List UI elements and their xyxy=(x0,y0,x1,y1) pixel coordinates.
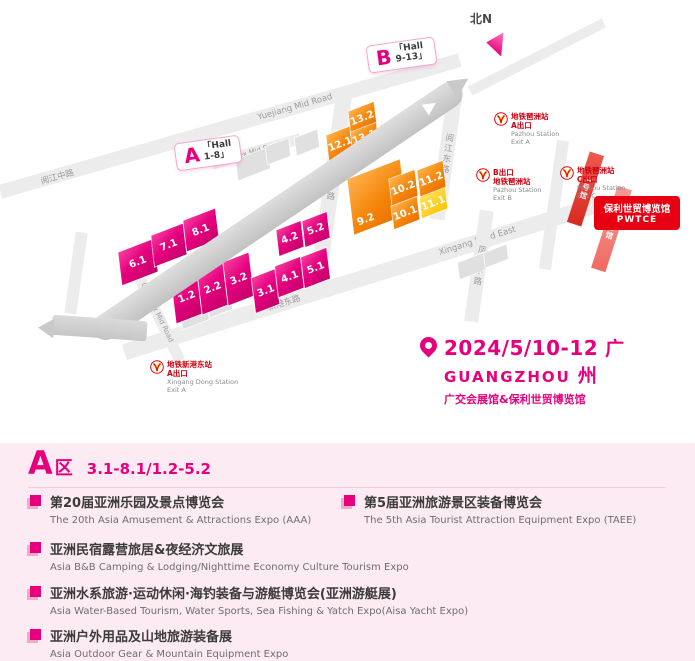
hall-label: 5.1 xyxy=(305,259,326,277)
expo-title-en: The 5th Asia Tourist Attraction Equipmen… xyxy=(364,514,637,526)
metro-exit-zh: A出口 xyxy=(511,121,532,131)
metro-exit-pazhou-c: 地铁琶洲站 C出口 Pazhou Station Exit C xyxy=(560,166,625,200)
metro-exit-zh: B出口 xyxy=(493,168,514,177)
location-pin-icon xyxy=(416,333,441,358)
hall-label: 5.2 xyxy=(305,221,327,238)
hall-label: 4.1 xyxy=(279,268,300,286)
hall-label: 9.2 xyxy=(355,211,377,229)
metro-logo-icon xyxy=(476,168,490,182)
square-bullet-icon xyxy=(30,629,41,640)
metro-station-zh: 地铁琶洲站 xyxy=(493,177,531,187)
square-bullet-icon xyxy=(344,495,355,506)
metro-station-en: Pazhou Station xyxy=(493,185,542,194)
pwtce-name-zh: 保利世贸博览馆 xyxy=(603,204,671,215)
hall-label: 3.2 xyxy=(228,270,249,288)
expo-title-zh: 亚洲水系旅游·运动休闲·海钓装备与游艇博览会(亚洲游艇展) xyxy=(50,587,397,602)
zone-heading: A 区 3.1-8.1/1.2-5.2 xyxy=(28,447,211,480)
expo-title-zh: 第20届亚洲乐园及景点博览会 xyxy=(50,496,225,511)
west-side-road xyxy=(64,231,88,315)
expo-list-item: 亚洲民宿露营旅居&夜经济文旅展 Asia B&B Camping & Lodgi… xyxy=(30,539,660,574)
metro-station-zh: 地铁琶洲站 xyxy=(511,112,549,121)
hall-b-letter: B xyxy=(374,44,394,71)
hall-b-line2: 9-13」 xyxy=(395,50,428,65)
event-date: 2024/5/10-12 xyxy=(444,336,599,360)
metro-logo-icon xyxy=(150,360,164,374)
expressway-arrow-west-icon xyxy=(37,317,54,338)
expo-list-item: 亚洲户外用品及山地旅游装备展 Asia Outdoor Gear & Mount… xyxy=(30,626,660,661)
square-bullet-icon xyxy=(30,542,41,553)
expo-title-en: The 20th Asia Amusement & Attractions Ex… xyxy=(50,514,312,526)
east-side-road xyxy=(539,139,569,271)
expo-title-zh: 亚洲民宿露营旅居&夜经济文旅展 xyxy=(50,543,244,558)
expo-title-en: Asia B&B Camping & Lodging/Nighttime Eco… xyxy=(50,561,409,573)
hall-a-letter: A xyxy=(182,142,202,169)
expo-title-en: Asia Water-Based Tourism, Water Sports, … xyxy=(50,605,469,617)
metro-exit-en: Exit A xyxy=(167,385,186,394)
hall-label: 7.1 xyxy=(158,236,180,254)
road-label-yuejiang-zh: 阅江中路 xyxy=(39,168,76,188)
metro-exit-en: Exit B xyxy=(493,193,512,202)
expo-title-zh: 亚洲户外用品及山地旅游装备展 xyxy=(50,630,233,645)
expo-title-en: Asia Outdoor Gear & Mountain Equipment E… xyxy=(50,648,289,660)
metro-station-zh: 地铁新港东站 xyxy=(167,360,212,369)
zone-hall-range: 3.1-8.1/1.2-5.2 xyxy=(86,460,211,478)
hall-label: 6.1 xyxy=(127,253,149,271)
hall-block-3-2: 3.2 xyxy=(223,252,254,306)
hall-label: 11.2 xyxy=(418,169,445,189)
metro-exit-zh: A出口 xyxy=(167,369,188,379)
expo-title-zh: 第5届亚洲旅游景区装备博览会 xyxy=(364,496,543,511)
zone-letter: A xyxy=(28,444,53,482)
metro-exit-xingangdong-a: 地铁新港东站 A出口 Xingang Dong Station Exit A xyxy=(150,360,238,394)
hall-label: 10.2 xyxy=(390,178,417,198)
north-arrow-icon xyxy=(484,27,512,56)
event-city-char-bottom: 州 xyxy=(577,365,597,387)
metro-exit-pazhou-b: B出口 地铁琶洲站 Pazhou Station Exit B xyxy=(476,168,541,202)
metro-exit-en: Exit A xyxy=(511,137,530,146)
hall-label: 11.1 xyxy=(420,193,447,213)
metro-station-zh: 地铁琶洲站 xyxy=(577,166,615,175)
pwtce-label-box: 保利世贸博览馆 PWTCE xyxy=(594,196,680,230)
expo-list-item: 亚洲水系旅游·运动休闲·海钓装备与游艇博览会(亚洲游艇展) Asia Water… xyxy=(30,583,670,618)
metro-exit-pazhou-a: 地铁琶洲站 A出口 Pazhou Station Exit A xyxy=(494,112,559,146)
metro-logo-icon xyxy=(494,112,508,126)
north-indicator: 北N xyxy=(470,8,508,53)
road-label-yuejiang-en: Yuejiang Mid Road xyxy=(256,91,334,123)
metro-station-en: Xingang Dong Station xyxy=(167,377,239,386)
metro-logo-icon xyxy=(560,166,574,180)
event-city-char-top: 广 xyxy=(605,338,625,360)
pwtce-name-en: PWTCE xyxy=(616,215,658,225)
square-bullet-icon xyxy=(30,495,41,506)
hall-label: 3.1 xyxy=(255,282,276,300)
event-city-en: GUANGZHOU xyxy=(444,368,571,386)
metro-station-en: Pazhou Station xyxy=(577,183,626,192)
hall-label: 2.2 xyxy=(202,279,223,297)
heading-divider xyxy=(28,487,666,488)
metro-exit-zh: C出口 xyxy=(577,175,598,185)
hall-label: 10.1 xyxy=(392,203,419,223)
venue-map: 阅江中路 Yuejiang Mid Road 新港东路 Xingang Road… xyxy=(0,0,695,440)
expo-list-item: 第5届亚洲旅游景区装备博览会 The 5th Asia Tourist Attr… xyxy=(344,492,689,527)
hall-a-line2: 1-8」 xyxy=(203,149,230,163)
expo-list-item: 第20届亚洲乐园及景点博览会 The 20th Asia Amusement &… xyxy=(30,492,335,527)
zone-a-info-panel: A 区 3.1-8.1/1.2-5.2 第20届亚洲乐园及景点博览会 The 2… xyxy=(0,443,695,661)
event-info: 2024/5/10-12 广 GUANGZHOU 州 广交会展馆&保利世贸博览馆 xyxy=(416,333,625,407)
event-venues: 广交会展馆&保利世贸博览馆 xyxy=(444,393,586,406)
hall-label: 8.1 xyxy=(190,221,212,239)
hall-label: 4.2 xyxy=(279,230,301,247)
metro-exit-en: Exit C xyxy=(577,191,596,200)
hall-block-4-2: 4.2 xyxy=(276,221,304,256)
metro-station-en: Pazhou Station xyxy=(511,129,560,138)
zone-suffix: 区 xyxy=(54,458,73,479)
north-label: 北N xyxy=(470,12,493,26)
square-bullet-icon xyxy=(30,586,41,597)
